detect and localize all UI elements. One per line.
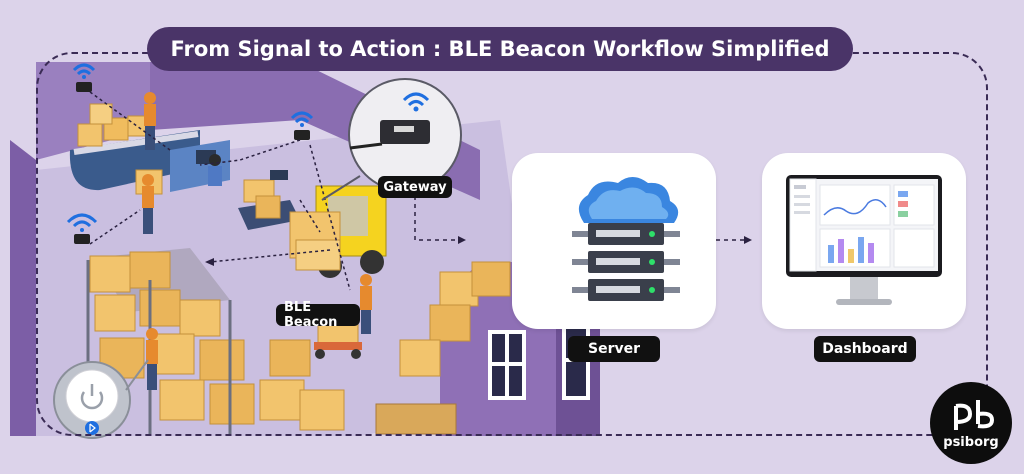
server-label: Server bbox=[568, 336, 660, 362]
ble-beacon-device-icon bbox=[53, 359, 149, 439]
wall-sensor-3 bbox=[66, 213, 98, 244]
gateway-bubble bbox=[321, 78, 462, 201]
worker-4 bbox=[360, 274, 372, 334]
monitor-dashboard-icon bbox=[786, 175, 942, 305]
worker-1 bbox=[144, 92, 156, 150]
worker-2 bbox=[142, 174, 154, 234]
psiborg-logo-mark: psiborg bbox=[943, 400, 999, 450]
bluetooth-icon bbox=[85, 421, 99, 435]
psiborg-logo: psiborg bbox=[930, 382, 1012, 464]
box-stack-right bbox=[375, 261, 511, 435]
wall-sensor-1 bbox=[72, 63, 96, 92]
warehouse-wall-edge bbox=[10, 140, 36, 436]
logo-text: psiborg bbox=[943, 435, 998, 450]
dashboard-card bbox=[762, 153, 966, 329]
dashboard-label: Dashboard bbox=[814, 336, 916, 362]
cloud-server-icon bbox=[572, 177, 680, 301]
ble-beacon-label: BLE Beacon bbox=[276, 300, 360, 330]
shelf-left bbox=[86, 248, 345, 436]
worker-5 bbox=[146, 328, 158, 390]
warehouse-wall-back bbox=[150, 62, 480, 200]
server-card bbox=[512, 153, 716, 329]
wall-sensor-2 bbox=[290, 111, 314, 140]
power-icon bbox=[80, 384, 104, 410]
gateway-label: Gateway bbox=[378, 176, 452, 198]
workflow-arrows bbox=[414, 196, 752, 244]
signal-lines bbox=[89, 91, 351, 291]
diagram-title: From Signal to Action : BLE Beacon Workf… bbox=[147, 27, 853, 71]
weighing-scale bbox=[238, 170, 300, 230]
forklift bbox=[289, 185, 387, 278]
